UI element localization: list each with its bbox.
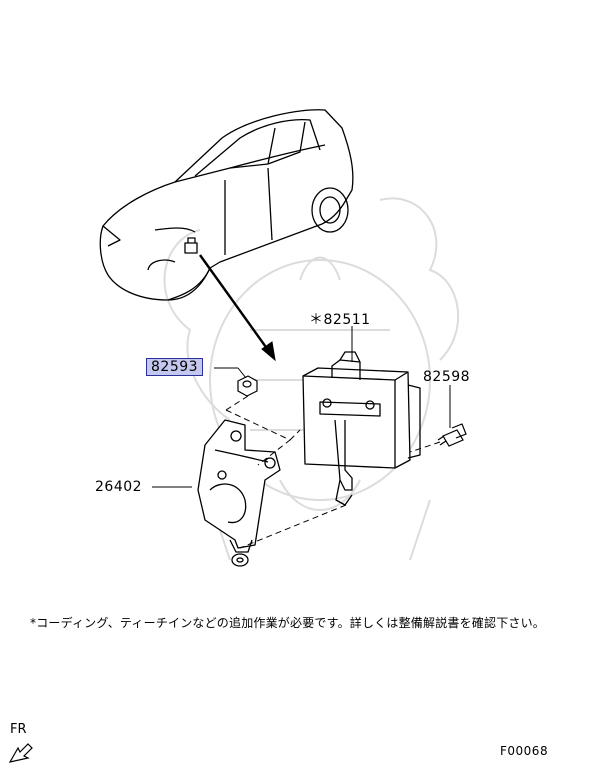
bracket-26402 bbox=[197, 419, 281, 567]
label-82593[interactable]: 82593 bbox=[146, 358, 204, 376]
leader-lines bbox=[152, 326, 451, 488]
front-direction-label: FR bbox=[10, 722, 27, 737]
vehicle-outline bbox=[99, 109, 354, 301]
label-82598: 82598 bbox=[423, 369, 471, 385]
assembly-lines bbox=[225, 395, 441, 549]
bolt-82598 bbox=[437, 423, 467, 447]
figure-code: F00068 bbox=[500, 744, 549, 758]
service-note: *コーディング、ティーチインなどの追加作業が必要です。詳しくは整備解説書を確認下… bbox=[30, 616, 546, 630]
front-arrow-icon bbox=[8, 743, 33, 763]
label-82511: ＊82511 bbox=[309, 312, 371, 328]
control-module-82511 bbox=[302, 351, 421, 506]
label-26402: 26402 bbox=[95, 479, 143, 495]
nut-82593 bbox=[237, 375, 258, 397]
location-arrow bbox=[199, 254, 276, 362]
